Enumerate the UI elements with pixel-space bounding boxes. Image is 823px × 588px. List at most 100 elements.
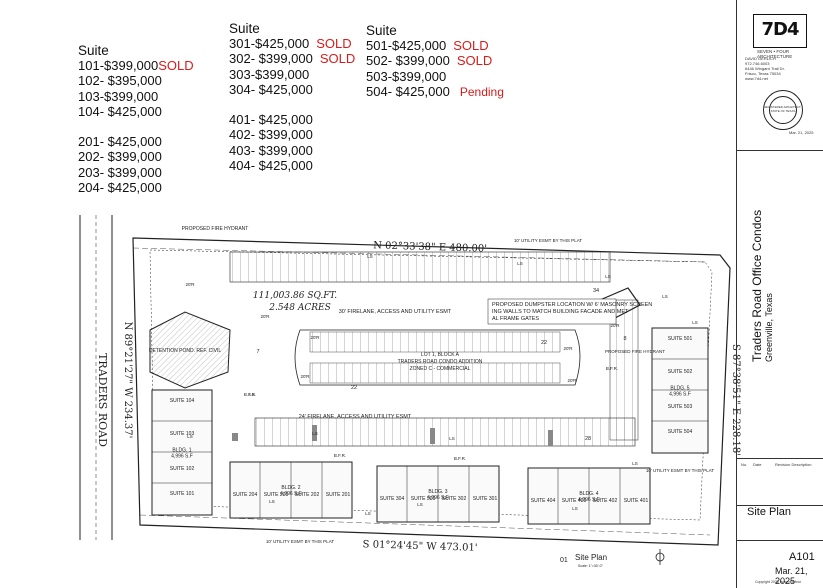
suite-label: SUITE 503 [668, 404, 693, 410]
suite-price-row: 304- $425,000 [229, 82, 355, 97]
fire-hydrant-label: PROPOSED FIRE HYDRANT [182, 226, 249, 232]
suite-price: 104- $425,000 [78, 103, 162, 119]
suite-column-heading: Suite [366, 23, 397, 38]
firelane-24-label: 24' FIRELANE, ACCESS AND UTILITY ESMT [299, 414, 412, 420]
suite-label: SUITE 304 [380, 496, 405, 502]
suite-price: 304- $425,000 [229, 81, 313, 97]
architect-seal: REGISTERED ARCHITECT · STATE OF TEXAS [763, 90, 803, 130]
west-boundary-label: N 89°21'27" W 234.37' [122, 322, 133, 439]
landscape-marker: LS [269, 499, 275, 504]
suite-price: 101-$399,000 [78, 58, 159, 74]
site-plan-number: 01 [560, 557, 568, 564]
suite-price: 502- $399,000 [366, 53, 450, 69]
landscape-marker: LS [572, 506, 578, 511]
suite-price-row: 403- $399,000 [229, 143, 355, 158]
landscape-marker: LS [312, 431, 318, 436]
building-name: BLDG. 5 [670, 386, 689, 392]
landscape-marker: LS [605, 274, 611, 279]
suite-column-heading: Suite [78, 43, 109, 58]
revision-column-header: No. [741, 462, 748, 467]
suite-price-row: 401- $425,000 [229, 112, 355, 127]
firelane-30-label: 30' FIRELANE, ACCESS AND UTILITY ESMT [339, 309, 452, 315]
suite-label: SUITE 402 [593, 498, 618, 504]
landscape-marker: LS [517, 261, 523, 266]
divider [737, 458, 823, 459]
suite-price-row: 303-$399,000 [229, 67, 355, 82]
building-area: 4,996 S.F [669, 392, 691, 398]
suite-label: SUITE 204 [233, 492, 258, 498]
suite-price: 503-$399,000 [366, 68, 447, 84]
project-name: Traders Road Office Condos [750, 209, 764, 362]
parking-count: 22 [351, 385, 357, 391]
firm-contact-line: 972.746.6003 [745, 61, 770, 66]
firm-contact-line: 6446 Wingard Trail Dr. [745, 66, 785, 71]
suite-price: 402- $399,000 [229, 127, 313, 143]
building-name: BLDG. 1 [172, 448, 191, 454]
bfr-marker: B.F.R. [606, 366, 618, 371]
seal-date: Mar. 21, 2025 [789, 130, 814, 135]
bfr-marker: B.F.R. [334, 453, 346, 458]
suite-label: SUITE 502 [668, 369, 693, 375]
suite-price-row: 504- $425,000 Pending [366, 84, 504, 99]
landscape-marker: LS [692, 320, 698, 325]
title-block: 7D4 SEVEN • FOUR ARCHITECTURE DAVID GERL… [736, 0, 823, 588]
suite-label: SUITE 104 [170, 398, 195, 404]
building-name: BLDG. 2 [281, 485, 300, 491]
parking-count: 8 [623, 336, 626, 342]
suite-price-row: 404- $425,000 [229, 158, 355, 173]
suite-price: 203- $399,000 [78, 164, 162, 180]
building-area: 4,996 S.F [171, 454, 193, 460]
building-name: BLDG. 3 [428, 489, 447, 495]
suite-price-row: 104- $425,000 [78, 104, 194, 119]
suite-price: 301-$425,000 [229, 36, 310, 52]
sold-badge: SOLD [453, 38, 489, 54]
sold-badge: SOLD [158, 58, 194, 74]
suite-price-row: 103-$399,000 [78, 89, 194, 104]
firm-contact-line: Frisco, Texas 75034 [745, 71, 781, 76]
bfr-marker: B.F.R. [454, 456, 466, 461]
sheet-title: Site Plan [747, 506, 792, 518]
divider [737, 505, 823, 506]
sheet-date: Mar. 21, 2025 [775, 566, 808, 586]
building-name: BLDG. 4 [579, 491, 598, 497]
suite-price-row: 101-$399,000SOLD [78, 58, 194, 73]
suite-label: SUITE 404 [531, 498, 556, 504]
divider [737, 150, 823, 151]
firm-name: SEVEN • FOUR ARCHITECTURE [757, 49, 793, 59]
sold-badge: SOLD [319, 51, 356, 67]
suite-label: SUITE 202 [295, 492, 320, 498]
copyright: Copyright 2025 by seven•four [755, 580, 801, 584]
landscape-marker: LS [367, 254, 373, 259]
suite-price: 404- $425,000 [229, 157, 313, 173]
pending-badge: Pending [459, 84, 504, 99]
area-acres: 2.548 ACRES [268, 303, 331, 313]
utility-bottom-label: 10' UTILITY ESMT BY THIS PLAT [266, 539, 334, 544]
bfr-marker: B.F.R. [244, 392, 256, 397]
radius-marker: 20'R [610, 323, 620, 328]
building-area: 4,996 S.F [280, 491, 302, 497]
dumpster-note-box [487, 298, 617, 325]
landscape-marker: LS [662, 294, 668, 299]
suite-price-row: 204- $425,000 [78, 180, 194, 195]
parking-count: 7 [256, 349, 259, 355]
suite-price: 504- $425,000 [366, 83, 450, 99]
suite-price-row: 202- $399,000 [78, 149, 194, 164]
zoned-label: ZONED C - COMMERCIAL [410, 366, 471, 372]
suite-label: SUITE 403 [562, 498, 587, 504]
architect-seal-inner [769, 96, 797, 124]
suite-label: SUITE 203 [264, 492, 289, 498]
dumpster-note: PROPOSED DUMPSTER LOCATION W/ 6' MASONRY… [492, 302, 652, 322]
seal-text: REGISTERED ARCHITECT · STATE OF TEXAS [763, 105, 803, 113]
suite-price: 202- $399,000 [78, 149, 162, 165]
addition-label: TRADERS ROAD CONDO ADDITION [398, 359, 483, 365]
radius-marker: 20'R [567, 378, 577, 383]
suite-price: 501-$425,000 [366, 38, 447, 54]
radius-marker: 20'R [300, 374, 310, 379]
utility-right-label: 10' UTILITY ESMT BY THIS PLAT [646, 468, 714, 473]
parking-count: 22 [541, 340, 547, 346]
south-boundary-label: S 01°24'45" W 473.01' [362, 539, 477, 554]
landscape-marker: LS [449, 436, 455, 441]
